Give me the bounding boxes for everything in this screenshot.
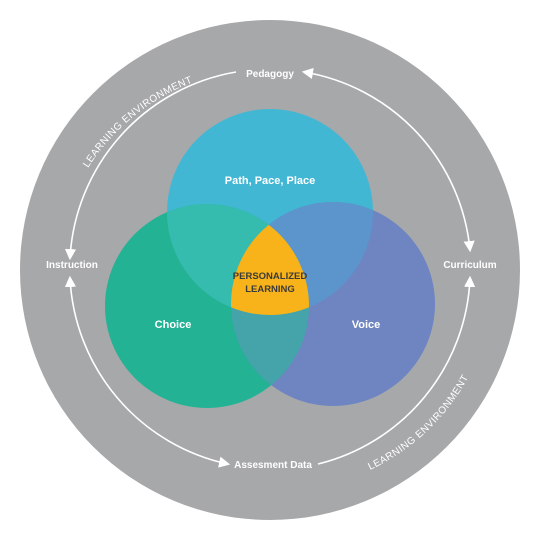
arrow-curriculum-to-assessment [317,275,476,465]
voice-label: Voice [352,319,381,331]
personalized-learning-center [231,204,309,315]
center-label-line-1: PERSONALIZED [233,271,308,282]
path-pace-place-label: Path, Pace, Place [225,175,316,187]
pedagogy-label: Pedagogy [246,69,294,80]
arrow-assessment-to-instruction [64,275,231,468]
assessment-data-label: Assesment Data [234,460,312,471]
arrow-pedagogy-to-curriculum [301,67,475,253]
center-label-line-2: LEARNING [245,284,295,295]
venn-circles [105,109,435,408]
curriculum-label: Curriculum [443,260,496,271]
choice-label: Choice [155,319,192,331]
cycle-arrows [64,67,476,468]
arrow-instruction-to-pedagogy [64,71,237,261]
instruction-label: Instruction [46,260,98,271]
